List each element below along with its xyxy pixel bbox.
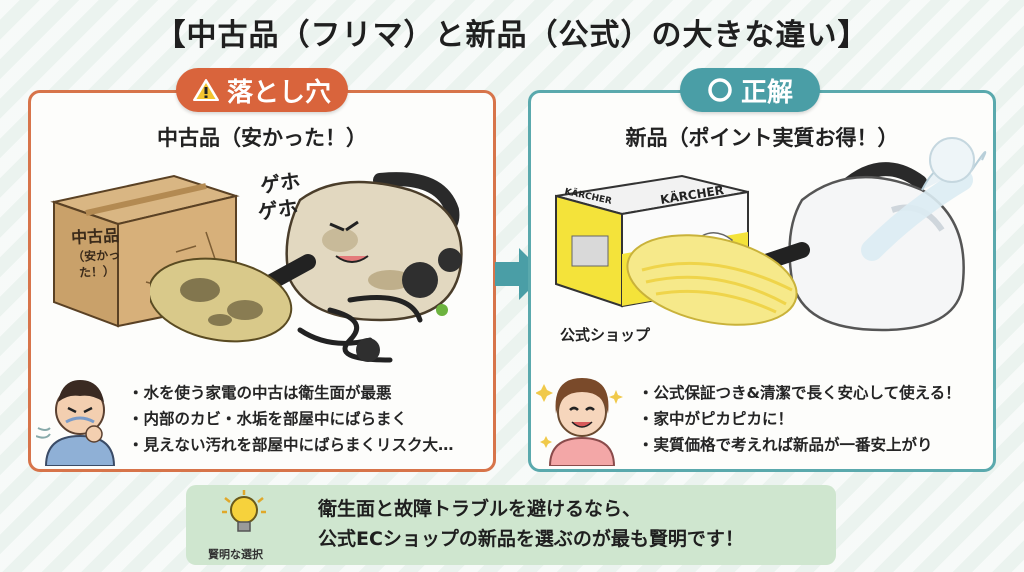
list-item: 見えない汚れを部屋中にばらまくリスク大… [128, 432, 454, 458]
conclusion-line-2: 公式ECショップの新品を選ぶのが最も賢明です！ [318, 528, 744, 550]
official-shop-label: 公式ショップ [560, 326, 651, 344]
sick-person-illustration [36, 380, 116, 466]
correct-badge-label: 正解 [740, 77, 793, 108]
dirty-steam-cleaner-illustration [150, 172, 463, 363]
list-item: 実質価格で考えれば新品が一番安上がり [638, 432, 961, 458]
new-item-subtitle: 新品（ポイント実質お得！） [625, 126, 899, 150]
arrow-right-icon [495, 248, 545, 300]
box-label-main: 中古品 [70, 225, 120, 248]
warning-icon [192, 78, 219, 102]
pitfall-badge: 落とし穴 [176, 68, 348, 112]
box-label: 中古品 （安かった！） [59, 224, 134, 282]
footer-caption: 賢明な選択 [208, 548, 263, 561]
correct-badge: 正解 [680, 68, 820, 112]
circle-icon [707, 77, 733, 103]
used-item-risk-list: 水を使う家電の中古は衛生面が最悪 内部のカビ・水垢を部屋中にばらまく 見えない汚… [128, 380, 454, 458]
page-title: 【中古品（フリマ）と新品（公式）の大きな違い】 [155, 18, 869, 53]
list-item: 水を使う家電の中古は衛生面が最悪 [128, 380, 454, 406]
list-item: 家中がピカピカに！ [638, 406, 961, 432]
conclusion-message: 衛生面と故障トラブルを避けるなら、 公式ECショップの新品を選ぶのが最も賢明です… [318, 494, 744, 554]
pitfall-badge-label: 落とし穴 [226, 77, 331, 108]
list-item: 公式保証つき&清潔で長く安心して使える！ [638, 380, 961, 406]
list-item: 内部のカビ・水垢を部屋中にばらまく [128, 406, 454, 432]
cough-sound-text: ゲホ ゲホ [256, 167, 306, 224]
box-label-sub: （安かった！） [71, 247, 121, 280]
lightbulb-icon [222, 490, 266, 532]
happy-person-illustration [536, 378, 623, 466]
used-item-subtitle: 中古品（安かった！） [157, 126, 367, 150]
conclusion-line-1: 衛生面と故障トラブルを避けるなら、 [318, 498, 642, 520]
conclusion-box [186, 485, 836, 565]
clean-steam-cleaner-illustration [626, 137, 987, 332]
new-item-benefit-list: 公式保証つき&清潔で長く安心して使える！ 家中がピカピカに！ 実質価格で考えれば… [638, 380, 961, 458]
